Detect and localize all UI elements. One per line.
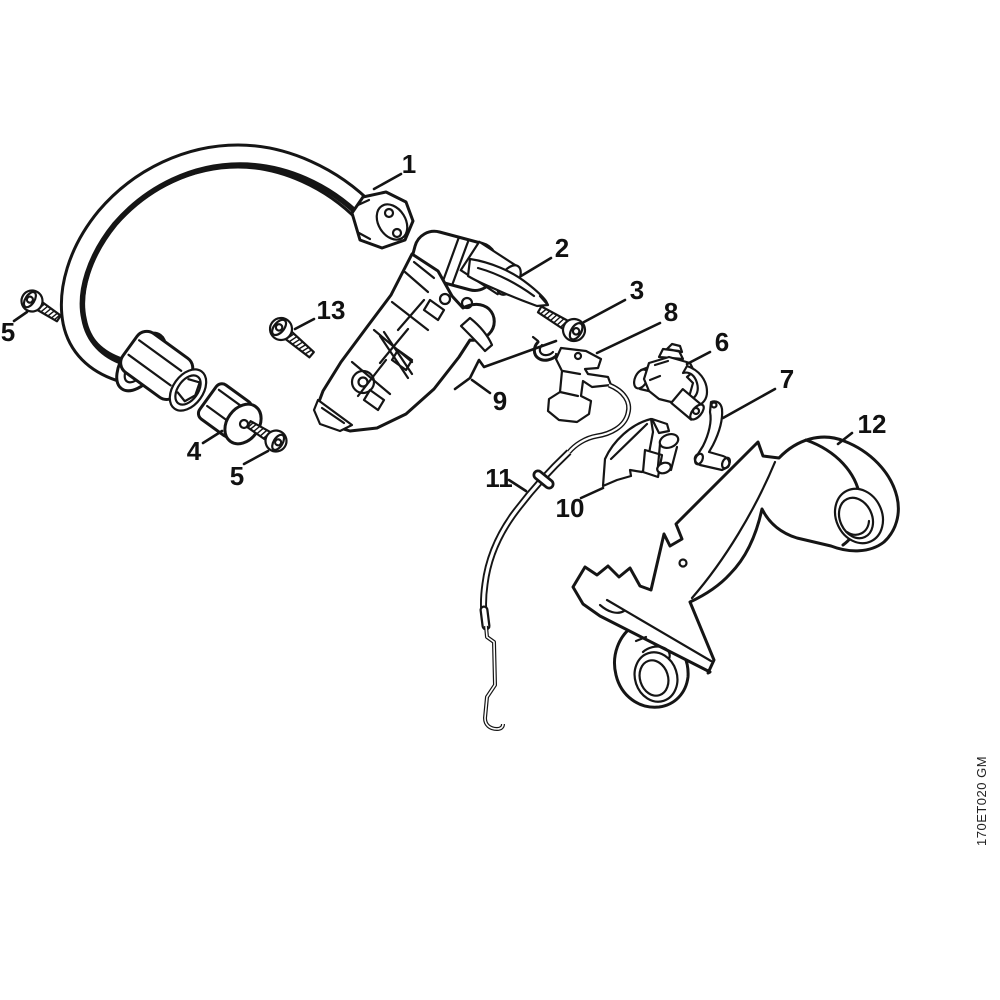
leader-12	[836, 431, 854, 446]
leader-1	[372, 172, 403, 191]
callout-4: 4	[187, 436, 202, 466]
callout-3: 3	[630, 275, 644, 305]
part-3-screw	[532, 298, 591, 347]
leader-13	[293, 317, 316, 331]
callout-8: 8	[664, 297, 678, 327]
part-11-throttle-cable	[479, 382, 632, 731]
callout-13: 13	[317, 295, 346, 325]
handle-grip-stripe	[79, 162, 363, 366]
bracket-mount-blade	[459, 316, 494, 353]
part-4-cap	[196, 382, 263, 446]
leader-5b	[242, 449, 270, 466]
leader-5a	[12, 310, 29, 323]
callout-2: 2	[555, 233, 569, 263]
callout-numbers: 1 2 3 4 5 5 6 7 8 9 10 11 12 13	[1, 149, 887, 523]
callout-10: 10	[556, 493, 585, 523]
callout-leaders	[12, 172, 854, 500]
callout-6: 6	[715, 327, 729, 357]
leader-7	[721, 387, 777, 420]
callout-5-lower: 5	[230, 461, 244, 491]
leader-3	[582, 298, 627, 324]
leader-6	[685, 350, 712, 366]
part-12-handle-housing	[571, 435, 900, 709]
part-10-interlock-lever	[601, 417, 680, 488]
callout-7: 7	[780, 364, 794, 394]
part-2-lever	[466, 257, 550, 308]
leader-9	[453, 339, 558, 391]
leader-2	[519, 256, 553, 278]
part-7-link	[693, 400, 732, 472]
leader-9-branch	[470, 378, 492, 395]
part-5-screw-left	[16, 285, 66, 329]
housing-body	[571, 435, 900, 675]
leader-11	[507, 478, 528, 493]
part-1-handle-loop	[59, 143, 415, 412]
callout-1: 1	[402, 149, 416, 179]
drawing-code-text: 170ET020 GM	[974, 756, 989, 846]
callout-12: 12	[858, 409, 887, 439]
leader-10	[579, 486, 605, 500]
callout-5-left: 5	[1, 317, 15, 347]
leader-8	[595, 321, 662, 355]
part-6-switch	[633, 342, 709, 421]
callout-9: 9	[493, 386, 507, 416]
leader-4	[201, 429, 224, 445]
callout-11: 11	[485, 463, 513, 493]
part-8-trigger	[546, 346, 613, 424]
